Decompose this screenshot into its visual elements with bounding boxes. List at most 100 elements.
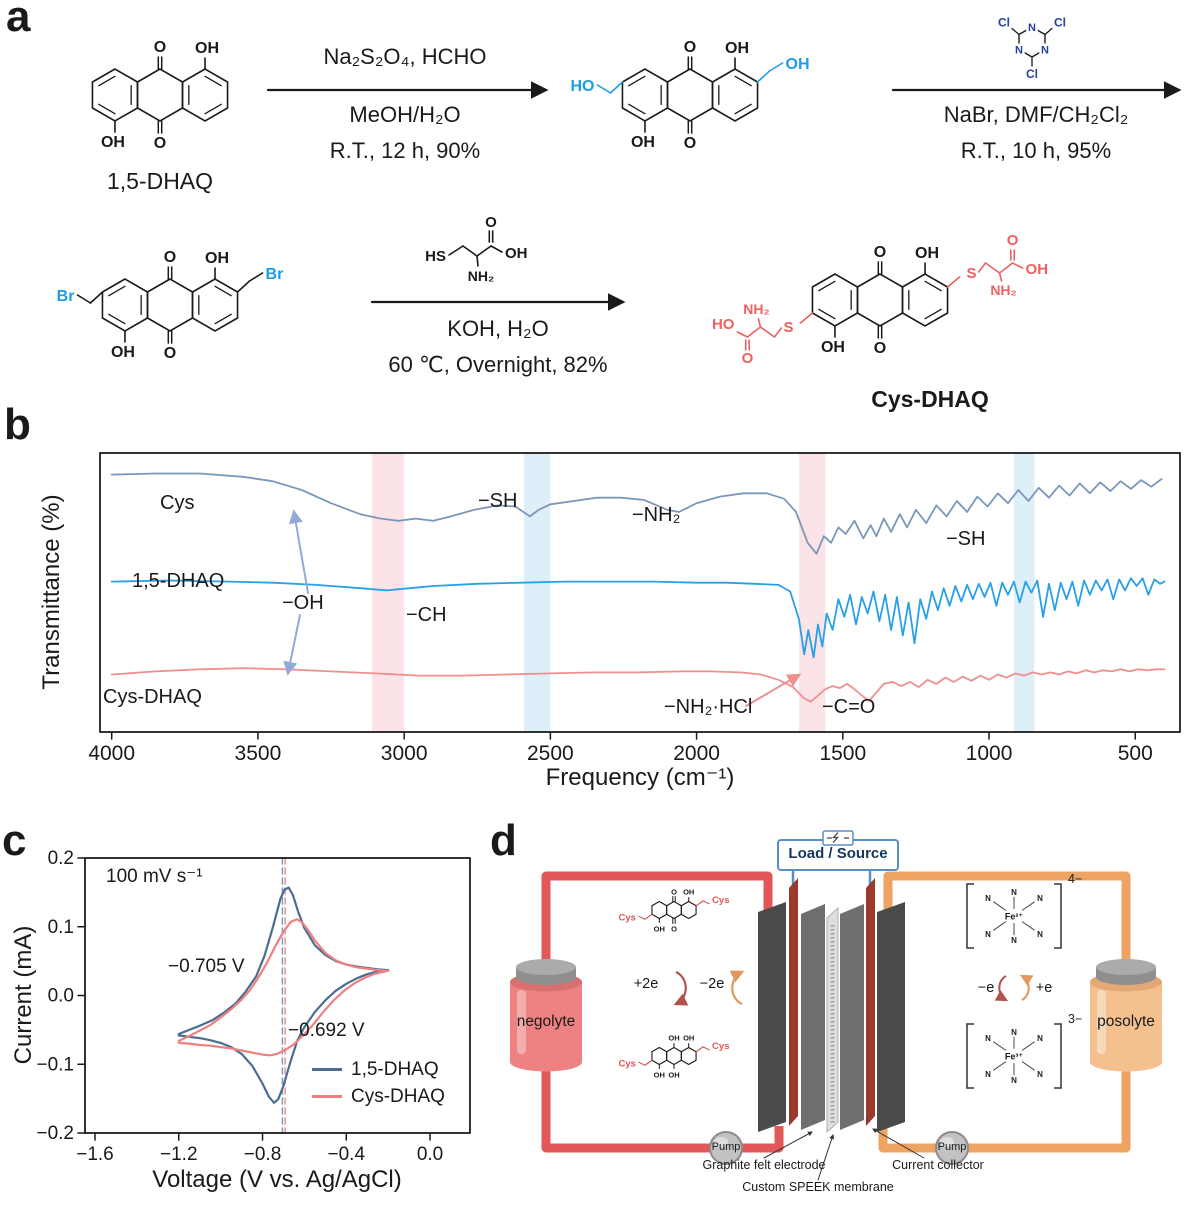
cys-tag: Cys bbox=[712, 895, 729, 906]
ligand-n: N bbox=[1037, 930, 1043, 939]
annotation-ch: −CH bbox=[406, 604, 447, 626]
lightning-icon bbox=[832, 832, 839, 843]
highlight-band bbox=[524, 453, 551, 732]
cv-peak-dhaq: −0.705 V bbox=[168, 956, 245, 977]
line bbox=[108, 313, 126, 325]
line bbox=[799, 312, 814, 324]
step2-solvent: NaBr, DMF/CH₂Cl₂ bbox=[943, 102, 1129, 127]
step3-solvent: KOH, H₂O bbox=[447, 316, 549, 341]
mini-atom: O bbox=[671, 925, 677, 934]
atom-o-bottom: O bbox=[684, 135, 696, 152]
line bbox=[108, 285, 126, 297]
curve-label-cys: Cys bbox=[160, 492, 195, 514]
curve-label-dhaq: 1,5-DHAQ bbox=[132, 570, 225, 592]
current-collector-right bbox=[866, 878, 875, 1126]
molecule-name-cysdhaq: Cys-DHAQ bbox=[871, 386, 989, 412]
cv-curve-0 bbox=[177, 886, 390, 1104]
oh-arrow-up bbox=[289, 509, 309, 594]
annotation-nh2-hcl: −NH₂·HCl bbox=[664, 696, 753, 718]
spectrum-2 bbox=[110, 667, 1166, 703]
graphite-felt-left bbox=[801, 904, 825, 1130]
panel-a-label: a bbox=[6, 0, 31, 41]
line bbox=[924, 280, 942, 292]
polyline bbox=[695, 1046, 710, 1053]
line bbox=[818, 308, 836, 320]
line bbox=[596, 84, 612, 94]
line bbox=[746, 326, 762, 338]
line bbox=[998, 262, 1014, 274]
line bbox=[993, 1041, 1007, 1051]
negolyte-highlight bbox=[517, 990, 526, 1054]
electron-arc-right-2 bbox=[1019, 974, 1034, 1001]
x-tick-label: 1500 bbox=[819, 742, 866, 765]
atom-oh-top: OH bbox=[725, 40, 749, 57]
x-tick-label: 3500 bbox=[235, 742, 282, 765]
line bbox=[628, 75, 646, 87]
legend-label-dhaq: 1,5-DHAQ bbox=[351, 1058, 439, 1080]
line bbox=[462, 245, 478, 257]
atom-oh-bottom: OH bbox=[631, 134, 655, 151]
line bbox=[1031, 26, 1046, 36]
line bbox=[76, 294, 92, 304]
line bbox=[204, 75, 222, 87]
atom-o-bottom: O bbox=[164, 345, 176, 362]
line bbox=[756, 70, 771, 83]
y-tick-label: −0.2 bbox=[36, 1123, 74, 1144]
atom-o-top: O bbox=[684, 39, 696, 56]
ligand-n: N bbox=[985, 1070, 991, 1079]
ftir-x-axis-label: Frequency (cm⁻¹) bbox=[545, 764, 735, 791]
benzene-ring bbox=[680, 1046, 697, 1066]
current-collector-left bbox=[789, 878, 798, 1126]
y-tick-label: 0.1 bbox=[48, 917, 74, 938]
x-tick-label: 4000 bbox=[88, 742, 135, 765]
pump-right-highlight bbox=[940, 1137, 954, 1147]
line bbox=[609, 81, 624, 94]
endplate-right bbox=[877, 902, 905, 1132]
panel-d-label: d bbox=[490, 816, 517, 865]
charge-label-4minus: 4− bbox=[1068, 872, 1083, 886]
atom-nh2-right: NH₂ bbox=[990, 282, 1016, 298]
negolyte-tank-body bbox=[510, 982, 582, 1062]
electron-label-minus2e: −2e bbox=[699, 976, 725, 992]
line bbox=[1018, 48, 1033, 58]
cv-peak-cysdhaq: −0.692 V bbox=[288, 1020, 365, 1041]
posolyte-lid-top bbox=[1096, 959, 1156, 975]
line bbox=[98, 103, 116, 115]
posolyte-tank-bottom bbox=[1090, 1052, 1162, 1072]
electron-arc-left-2 bbox=[729, 970, 745, 1005]
pointer-collector bbox=[872, 1128, 925, 1159]
annotation-sh-left: −SH bbox=[478, 490, 518, 512]
line bbox=[1021, 921, 1035, 931]
ligand-n: N bbox=[1037, 1034, 1043, 1043]
posolyte-label: posolyte bbox=[1097, 1013, 1155, 1030]
spectrum-1 bbox=[110, 577, 1166, 659]
step1-conditions: R.T., 12 h, 90% bbox=[329, 138, 481, 163]
line bbox=[1018, 26, 1033, 36]
line bbox=[734, 75, 752, 87]
line bbox=[1021, 901, 1035, 911]
panel-a-synthesis-scheme: OOOHOHOOOHOHOHHOOOOHOHBrBrOOOHOHSNH₂OOHS… bbox=[57, 16, 1182, 367]
atom-oh-bottom: OH bbox=[821, 339, 845, 356]
line bbox=[214, 313, 232, 325]
benzene-ring bbox=[146, 278, 194, 332]
cysteine-nh2: NH₂ bbox=[468, 268, 494, 284]
x-tick-label: −0.8 bbox=[244, 1144, 282, 1165]
negolyte-pipe-top bbox=[541, 871, 773, 982]
atom-o-acid-left: O bbox=[742, 350, 754, 367]
annotation-oh: −OH bbox=[282, 592, 324, 614]
line bbox=[768, 62, 784, 72]
cv-scan-rate: 100 mV s⁻¹ bbox=[106, 866, 203, 887]
pump-left-body bbox=[709, 1131, 743, 1165]
highlight-band bbox=[798, 453, 826, 732]
ligand-n: N bbox=[985, 930, 991, 939]
line bbox=[757, 318, 762, 328]
line bbox=[89, 291, 104, 304]
line bbox=[248, 272, 264, 282]
cysteine-o: O bbox=[485, 214, 497, 231]
electron-arc-right-1 bbox=[994, 975, 1009, 1002]
legend-line-cysdhaq bbox=[312, 1095, 342, 1098]
panel-c-label: c bbox=[2, 816, 27, 865]
line bbox=[924, 308, 942, 320]
pump-left-highlight bbox=[714, 1137, 728, 1147]
